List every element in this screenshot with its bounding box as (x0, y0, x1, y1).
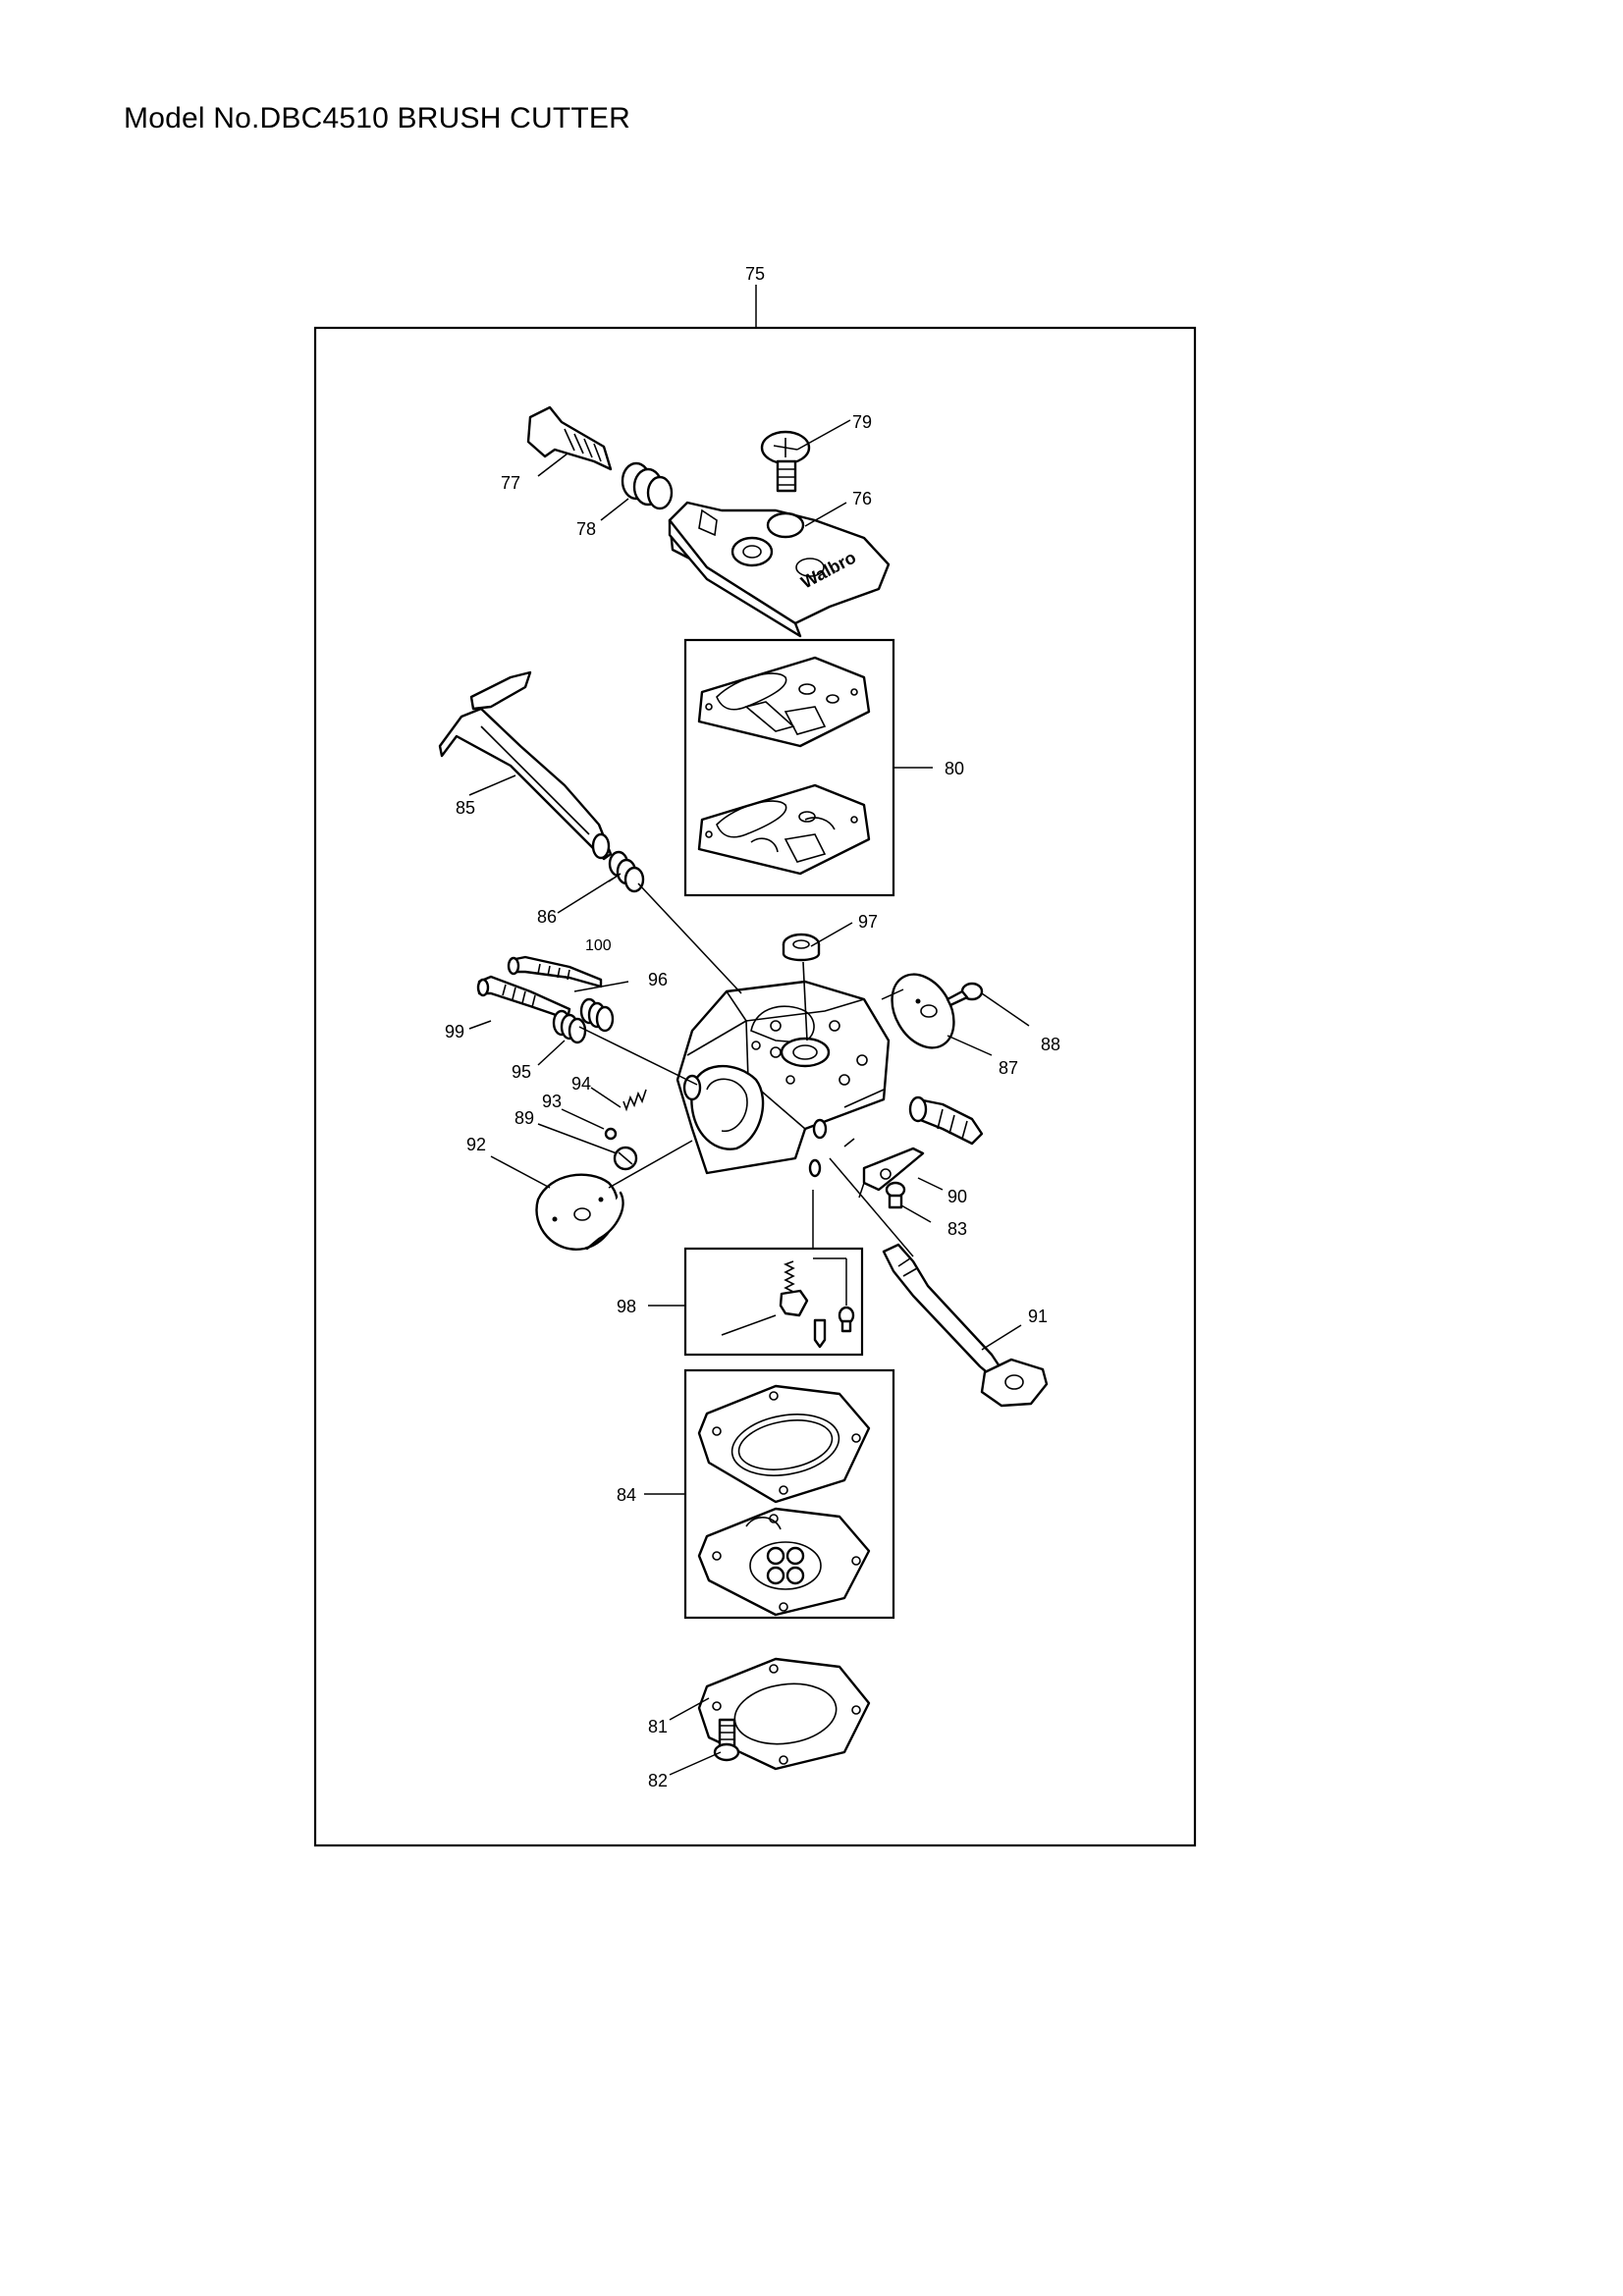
label-79: 79 (852, 412, 872, 432)
part-98-parts (721, 1260, 855, 1349)
part-92-disc (535, 1173, 624, 1252)
part-97-cap (782, 933, 821, 962)
part-89-screw (613, 1146, 638, 1171)
label-96: 96 (648, 970, 668, 989)
label-95: 95 (512, 1062, 531, 1082)
part-82-screw (713, 1718, 740, 1762)
part-78-spring (621, 461, 674, 510)
part-99-needle (476, 975, 571, 1021)
label-98: 98 (617, 1297, 636, 1316)
part-77-screw (526, 405, 613, 471)
label-97: 97 (858, 912, 878, 932)
part-94-spring (622, 1089, 647, 1112)
fuel-nipple (908, 1095, 984, 1146)
label-91: 91 (1028, 1307, 1048, 1326)
label-93: 93 (542, 1092, 562, 1111)
part-85-metering-lever (438, 670, 613, 861)
label-76: 76 (852, 489, 872, 508)
part-86-lever-spring (608, 850, 645, 893)
assembly-frame (313, 326, 1197, 1847)
part-100-needle (507, 955, 603, 988)
part-95-spring (552, 1009, 587, 1044)
part-83-screw (885, 1181, 906, 1209)
label-99: 99 (445, 1022, 464, 1041)
label-85: 85 (456, 798, 475, 818)
part-76-carburetor-cover: Walbro (668, 501, 891, 638)
label-86: 86 (537, 907, 557, 927)
part-80-gaskets (697, 656, 871, 876)
part-91-shaft (882, 1243, 1049, 1408)
part-96-spring (579, 997, 615, 1033)
label-87: 87 (999, 1058, 1018, 1078)
label-83: 83 (947, 1219, 967, 1239)
carburetor-body (676, 961, 891, 1178)
label-90: 90 (947, 1187, 967, 1206)
label-77: 77 (501, 473, 520, 493)
part-81-gasket (697, 1657, 871, 1771)
label-78: 78 (576, 519, 596, 539)
label-92: 92 (466, 1135, 486, 1154)
part-93-ball (604, 1127, 618, 1141)
part-84-gaskets (697, 1384, 871, 1617)
leader-lines (468, 419, 1030, 1776)
part-87-disc (891, 973, 955, 1049)
label-82: 82 (648, 1771, 668, 1790)
label-81: 81 (648, 1717, 668, 1736)
label-94: 94 (571, 1074, 591, 1094)
page-title: Model No.DBC4510 BRUSH CUTTER (124, 102, 630, 134)
part-98-needle-valve-box (683, 1247, 864, 1357)
label-80: 80 (945, 759, 964, 778)
label-89: 89 (514, 1108, 534, 1128)
part-88-screw (946, 982, 984, 1007)
label-88: 88 (1041, 1035, 1060, 1054)
label-75: 75 (745, 264, 765, 284)
label-100: 100 (585, 937, 612, 954)
part-79-screw (760, 430, 811, 493)
label-84: 84 (617, 1485, 636, 1505)
part-labels: 75 79 77 76 78 80 85 86 97 100 96 99 88 … (445, 264, 1060, 1790)
